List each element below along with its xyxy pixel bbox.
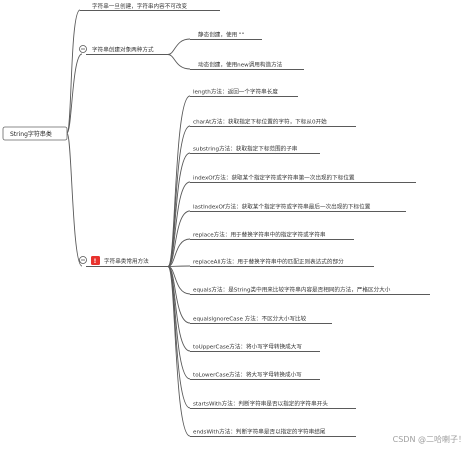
connector-creation: [66, 53, 83, 134]
method-item-tolowercase[interactable]: toLowerCase方法：将大写字母转换成小写: [193, 371, 302, 379]
connector-top-leaf: [66, 9, 81, 134]
root-node[interactable]: String字符串类: [2, 126, 68, 141]
creation-child-2[interactable]: 动态创建，使用new调用构造方法: [198, 61, 283, 69]
collapse-toggle-methods[interactable]: [79, 256, 87, 264]
watermark: CSDN @二哈喇子！: [392, 435, 466, 444]
priority-badge-icon: !: [91, 256, 100, 265]
method-item-equalsignorecase[interactable]: equalsIgnoreCase 方法：不区分大小写比较: [193, 315, 307, 323]
root-box: [2, 126, 68, 141]
method-item-replaceall[interactable]: replaceAll方法：用于替换字符串中的匹配正则表达式的部分: [193, 258, 344, 266]
method-item-equals[interactable]: equals方法：是String类中用来比较字符串内容是否相同的方法，严格区分大…: [193, 286, 391, 294]
methods-node[interactable]: ! 字符串类常用方法: [79, 256, 150, 265]
connector-method-7: [167, 265, 191, 267]
method-item-lastindexof[interactable]: lastIndexOf方法：获取某个指定字符或字符串最后一次出现的下标位置: [193, 203, 371, 211]
priority-badge-text: !: [94, 258, 97, 265]
top-leaf-label[interactable]: 字符串一旦创建，字符串内容不可改变: [92, 2, 188, 10]
method-item-substring[interactable]: substring方法：获取指定下标范围的子串: [193, 145, 298, 153]
methods-connectors: [167, 95, 430, 437]
creation-child-1[interactable]: 静态创建，使用 "": [198, 31, 245, 39]
collapse-toggle-creation[interactable]: [79, 45, 87, 53]
connector-method-6: [167, 238, 191, 267]
method-item-replace[interactable]: replace方法：用于替换字符串中的指定字符或字符串: [193, 231, 326, 239]
method-item-length[interactable]: length方法：返回一个字符串长度: [193, 88, 278, 96]
connector-method-5: [167, 210, 191, 267]
connector-methods: [66, 132, 83, 267]
connector-creation-child-1: [167, 38, 191, 55]
connector-method-13: [167, 266, 191, 437]
root-label: String字符串类: [10, 130, 52, 138]
root-connectors: [66, 9, 220, 267]
creation-node[interactable]: 字符串创建对象两种方式: [79, 45, 154, 54]
creation-label: 字符串创建对象两种方式: [92, 46, 154, 54]
method-item-startswith[interactable]: startsWith方法：判断字符串是否以指定的字符串开头: [193, 400, 328, 408]
connector-creation-child-2: [167, 54, 191, 70]
method-item-charat[interactable]: charAt方法：获取指定下标位置的字符，下标从0开始: [193, 118, 327, 126]
method-item-indexof[interactable]: indexOf方法：获取某个指定字符或字符串第一次出现的下标位置: [193, 174, 355, 182]
method-item-touppercase[interactable]: toUpperCase方法：将小写字母转换成大写: [193, 343, 302, 351]
method-item-endswith[interactable]: endsWith方法：判断字符串是否以指定的字符串结尾: [193, 428, 326, 436]
creation-connectors: [167, 38, 304, 70]
methods-label: 字符串类常用方法: [104, 257, 149, 265]
